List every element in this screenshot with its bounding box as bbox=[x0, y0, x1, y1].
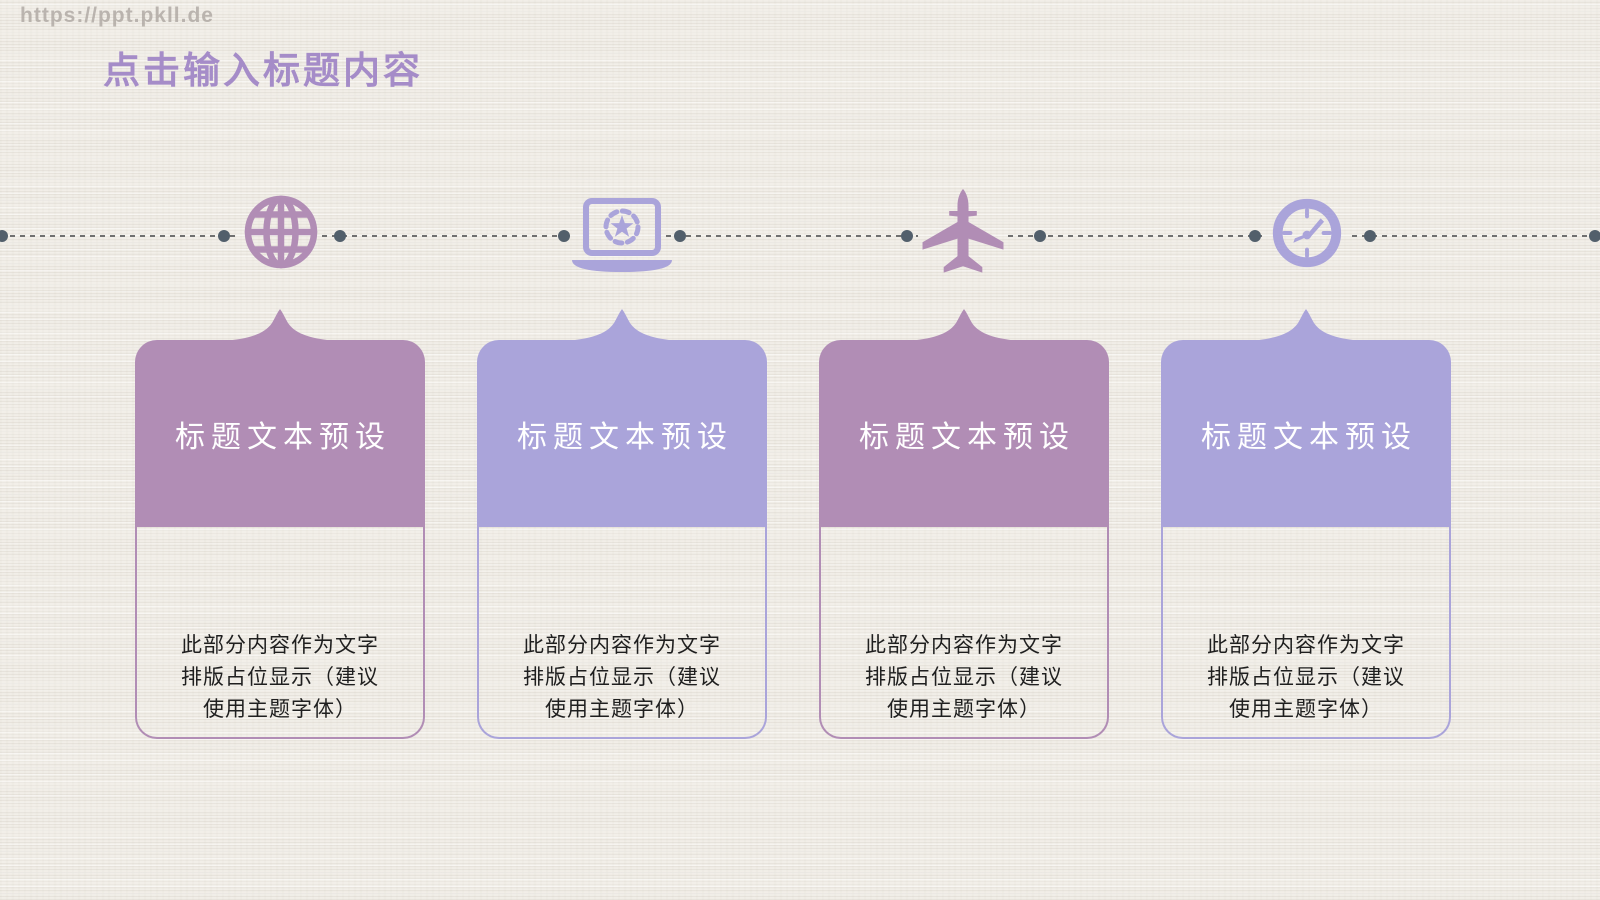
card-header[interactable]: 标题文本预设 bbox=[135, 340, 425, 527]
timeline-dot bbox=[334, 230, 346, 242]
card-body[interactable]: 此部分内容作为文字 排版占位显示（建议 使用主题字体） bbox=[1161, 527, 1451, 739]
card-title: 标题文本预设 bbox=[859, 420, 1075, 454]
timeline-dot bbox=[1034, 230, 1046, 242]
card-body[interactable]: 此部分内容作为文字 排版占位显示（建议 使用主题字体） bbox=[819, 527, 1109, 739]
globe-icon bbox=[244, 195, 318, 269]
timeline-dot bbox=[218, 230, 230, 242]
page-title[interactable]: 点击输入标题内容 bbox=[103, 50, 423, 91]
card-text: 此部分内容作为文字 排版占位显示（建议 使用主题字体） bbox=[523, 633, 721, 721]
info-card: 标题文本预设 此部分内容作为文字 排版占位显示（建议 使用主题字体） bbox=[477, 309, 767, 739]
card-crown-shape bbox=[224, 309, 336, 341]
laptop-star-icon bbox=[572, 198, 672, 272]
card-text: 此部分内容作为文字 排版占位显示（建议 使用主题字体） bbox=[865, 633, 1063, 721]
timeline-dot bbox=[0, 230, 8, 242]
card-crown-shape bbox=[566, 309, 678, 341]
timeline-dot bbox=[674, 230, 686, 242]
card-body[interactable]: 此部分内容作为文字 排版占位显示（建议 使用主题字体） bbox=[135, 527, 425, 739]
timeline-dot bbox=[901, 230, 913, 242]
timeline-dot bbox=[1589, 230, 1600, 242]
watermark-url: https://ppt.pkll.de bbox=[20, 4, 214, 27]
card-header[interactable]: 标题文本预设 bbox=[1161, 340, 1451, 527]
card-header[interactable]: 标题文本预设 bbox=[819, 340, 1109, 527]
timeline-dash-segment bbox=[322, 235, 572, 237]
timeline-dash-segment bbox=[0, 235, 240, 237]
card-text: 此部分内容作为文字 排版占位显示（建议 使用主题字体） bbox=[181, 633, 379, 721]
card-crown-shape bbox=[1250, 309, 1362, 341]
timeline-dot bbox=[1364, 230, 1376, 242]
stopwatch-icon bbox=[1272, 198, 1342, 268]
info-card: 标题文本预设 此部分内容作为文字 排版占位显示（建议 使用主题字体） bbox=[1161, 309, 1451, 739]
airplane-icon bbox=[922, 188, 1004, 273]
card-title: 标题文本预设 bbox=[175, 420, 391, 454]
timeline-dot bbox=[1249, 230, 1261, 242]
card-text: 此部分内容作为文字 排版占位显示（建议 使用主题字体） bbox=[1207, 633, 1405, 721]
card-title: 标题文本预设 bbox=[1201, 420, 1417, 454]
info-card: 标题文本预设 此部分内容作为文字 排版占位显示（建议 使用主题字体） bbox=[135, 309, 425, 739]
card-header[interactable]: 标题文本预设 bbox=[477, 340, 767, 527]
card-title: 标题文本预设 bbox=[517, 420, 733, 454]
timeline-dot bbox=[558, 230, 570, 242]
timeline-dash-segment bbox=[1008, 235, 1262, 237]
info-card: 标题文本预设 此部分内容作为文字 排版占位显示（建议 使用主题字体） bbox=[819, 309, 1109, 739]
timeline-dash-segment bbox=[1352, 235, 1600, 237]
card-body[interactable]: 此部分内容作为文字 排版占位显示（建议 使用主题字体） bbox=[477, 527, 767, 739]
timeline-dash-segment bbox=[666, 235, 918, 237]
card-crown-shape bbox=[908, 309, 1020, 341]
